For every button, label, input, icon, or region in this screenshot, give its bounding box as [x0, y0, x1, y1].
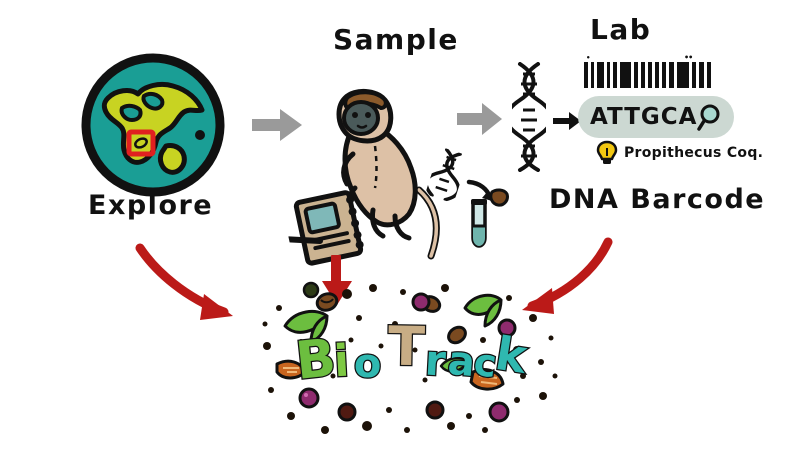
logo-letter: B [292, 327, 340, 393]
berry-icon [302, 281, 320, 299]
berry-icon [497, 318, 517, 338]
barcode-bar [707, 62, 711, 88]
lemur-illustration [315, 70, 475, 270]
barcode-bar [607, 62, 610, 88]
lightbulb-icon [596, 140, 618, 166]
logo-letter: i [331, 334, 351, 388]
red-arrow-lab-to-logo [508, 236, 618, 326]
species-name-text: Propithecus Coq. [624, 145, 764, 161]
barcode-bar [692, 62, 696, 88]
leaf-icon [283, 309, 329, 344]
citrus-slice-icon [469, 368, 505, 391]
logo-letter: r [423, 334, 449, 387]
explore-label: Explore [88, 190, 214, 221]
barcode-left-tick: • [586, 54, 591, 62]
barcode-bar [669, 62, 674, 88]
dna-fragment-icon [424, 147, 462, 204]
dna-barcode-label: DNA Barcode [549, 184, 766, 215]
barcode-bar [620, 62, 631, 88]
barcode-bar [641, 62, 645, 88]
field-notebook-illustration [285, 190, 378, 274]
species-identification-row: Propithecus Coq. [596, 140, 763, 166]
dna-sequence-search-bar[interactable]: ATTGCA [578, 96, 734, 138]
berry-icon [337, 402, 357, 422]
logo-letter: k [491, 325, 532, 386]
barcode-bar [662, 62, 666, 88]
barcode-bar [613, 62, 617, 88]
logo-letter: T [386, 313, 426, 379]
seed-icon [315, 292, 339, 312]
lab-label: Lab [590, 13, 652, 46]
black-arrow-helix-to-tube [466, 178, 498, 214]
berry-icon [298, 387, 320, 409]
barcode-graphic [584, 62, 711, 88]
black-arrow-dna-to-barcode [552, 110, 582, 136]
globe-illustration [78, 50, 228, 200]
berry-icon [411, 292, 431, 312]
red-arrow-explore-to-logo [132, 242, 262, 336]
gray-arrow-sample-to-dna [455, 100, 505, 142]
search-input-value[interactable]: ATTGCA [590, 104, 698, 130]
berry-icon [488, 401, 510, 423]
logo-letter: o [352, 339, 384, 388]
red-arrow-notebook-to-logo [318, 252, 358, 315]
leaf-icon [463, 293, 503, 328]
citrus-slice-icon [275, 359, 307, 380]
nature-confetti-decor [255, 280, 575, 440]
berry-icon [425, 400, 445, 420]
barcode-bar [591, 62, 594, 88]
barcode-right-tick: •• [684, 53, 693, 62]
barcode-bar [597, 62, 604, 88]
speckle-dots [262, 284, 558, 434]
dna-helix-icon [504, 62, 554, 176]
barcode-bar [655, 62, 659, 88]
barcode-bar [677, 62, 689, 88]
seed-icon [447, 325, 467, 345]
test-tube-icon [465, 198, 493, 252]
sample-blob-icon [488, 188, 510, 212]
magnifier-icon[interactable] [697, 102, 727, 132]
barcode-bar [648, 62, 652, 88]
gray-arrow-globe-to-sample [250, 105, 306, 149]
barcode-bar [584, 62, 588, 88]
sample-label: Sample [333, 23, 459, 56]
barcode-bar [634, 62, 638, 88]
leaf-icon [439, 356, 470, 373]
barcode-bar [699, 62, 704, 88]
